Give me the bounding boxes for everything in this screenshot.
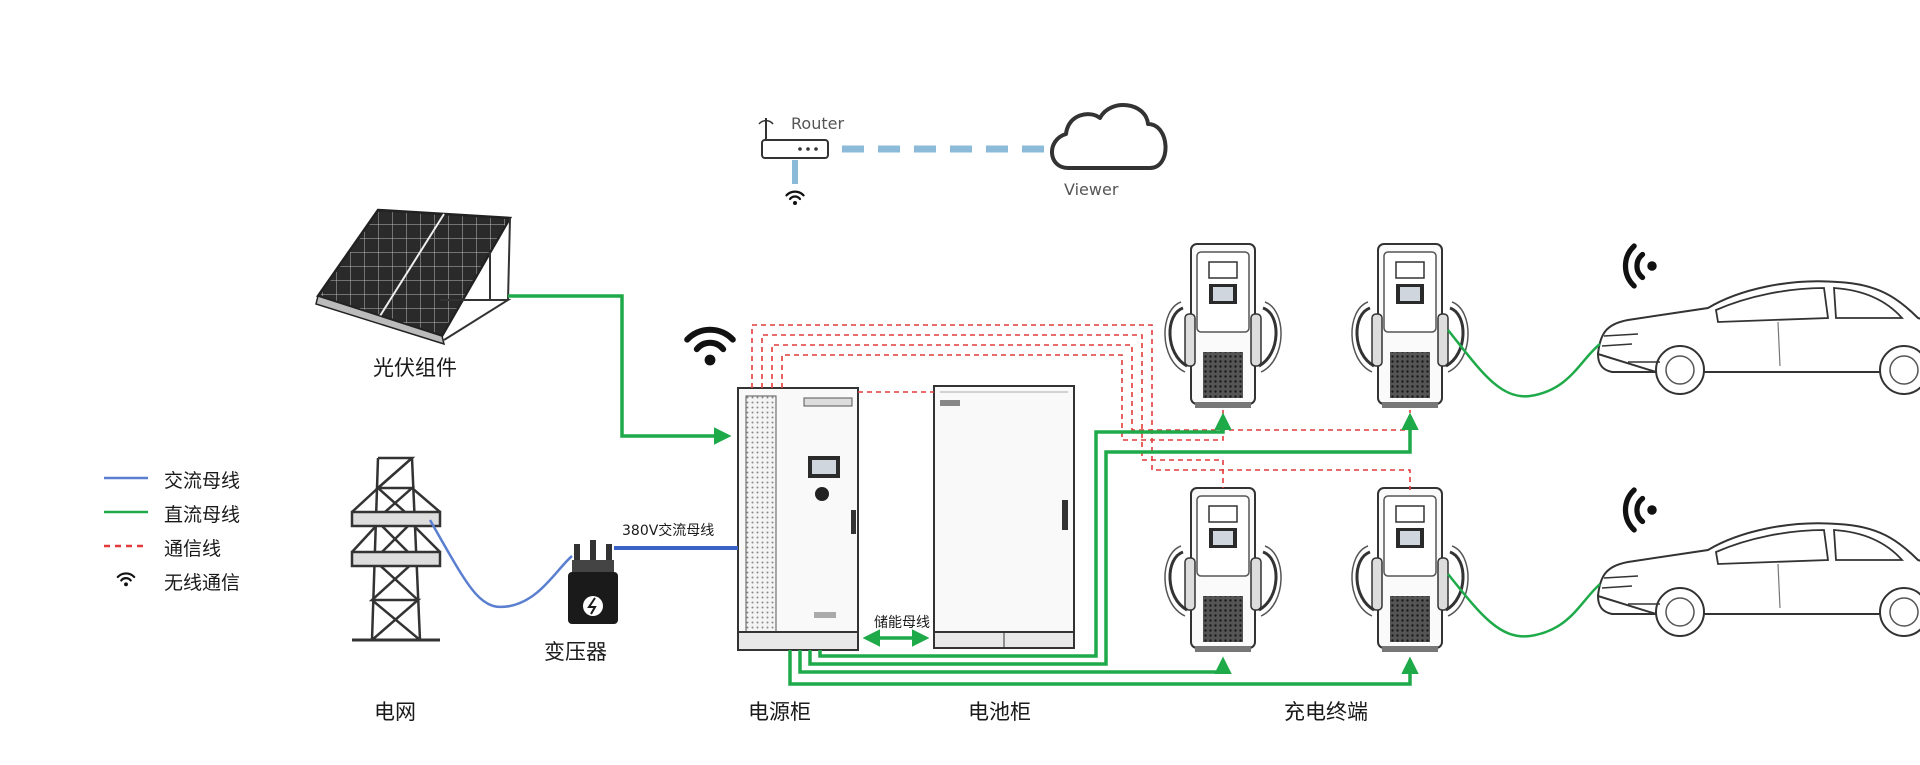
legend-dc-label: 直流母线 <box>164 504 241 526</box>
solar-panel-icon <box>315 208 513 346</box>
pv-label: 光伏组件 <box>373 356 457 380</box>
wifi-icon <box>116 572 136 588</box>
router-label: Router <box>791 114 845 133</box>
legend-ac-swatch <box>104 476 148 480</box>
power-cabinet <box>737 387 859 651</box>
battery-cabinet-label: 电池柜 <box>968 700 1031 724</box>
car-bottom-wifi-icon <box>1625 490 1656 530</box>
cloud-icon <box>1050 103 1168 170</box>
battery-cabinet <box>933 385 1075 649</box>
car-top <box>1597 280 1920 395</box>
router-wifi-icon <box>785 190 805 207</box>
router-icon <box>758 118 829 159</box>
ac-bus-380v-label: 380V交流母线 <box>622 523 715 539</box>
charger-bottom-right <box>1350 486 1470 654</box>
legend-dc-swatch <box>104 510 148 514</box>
ac-bus-grid-line <box>428 519 573 609</box>
charger-top-left <box>1163 242 1283 410</box>
dc-cable-bottom <box>1447 573 1601 638</box>
charging-terminal-label: 充电终端 <box>1284 700 1368 724</box>
storage-bus-label: 储能母线 <box>874 615 930 631</box>
charger-top-right <box>1350 242 1470 410</box>
legend-wifi-label: 无线通信 <box>164 572 241 594</box>
legend-ac-label: 交流母线 <box>164 470 241 492</box>
power-cabinet-label: 电源柜 <box>748 700 811 724</box>
dc-bus-lines <box>508 294 1419 686</box>
car-top-wifi-icon <box>1625 246 1656 286</box>
transformer-icon <box>568 540 618 624</box>
charger-bottom-left <box>1163 486 1283 654</box>
grid-tower-icon <box>350 456 442 642</box>
viewer-label: Viewer <box>1064 180 1119 199</box>
transformer-label: 变压器 <box>544 640 607 664</box>
cabinet-wifi-icon <box>687 330 733 366</box>
legend-comm-label: 通信线 <box>164 538 222 560</box>
dc-cable-top <box>1447 329 1601 398</box>
car-bottom <box>1597 522 1920 637</box>
grid-label: 电网 <box>374 700 416 724</box>
legend-comm-swatch <box>104 544 148 548</box>
